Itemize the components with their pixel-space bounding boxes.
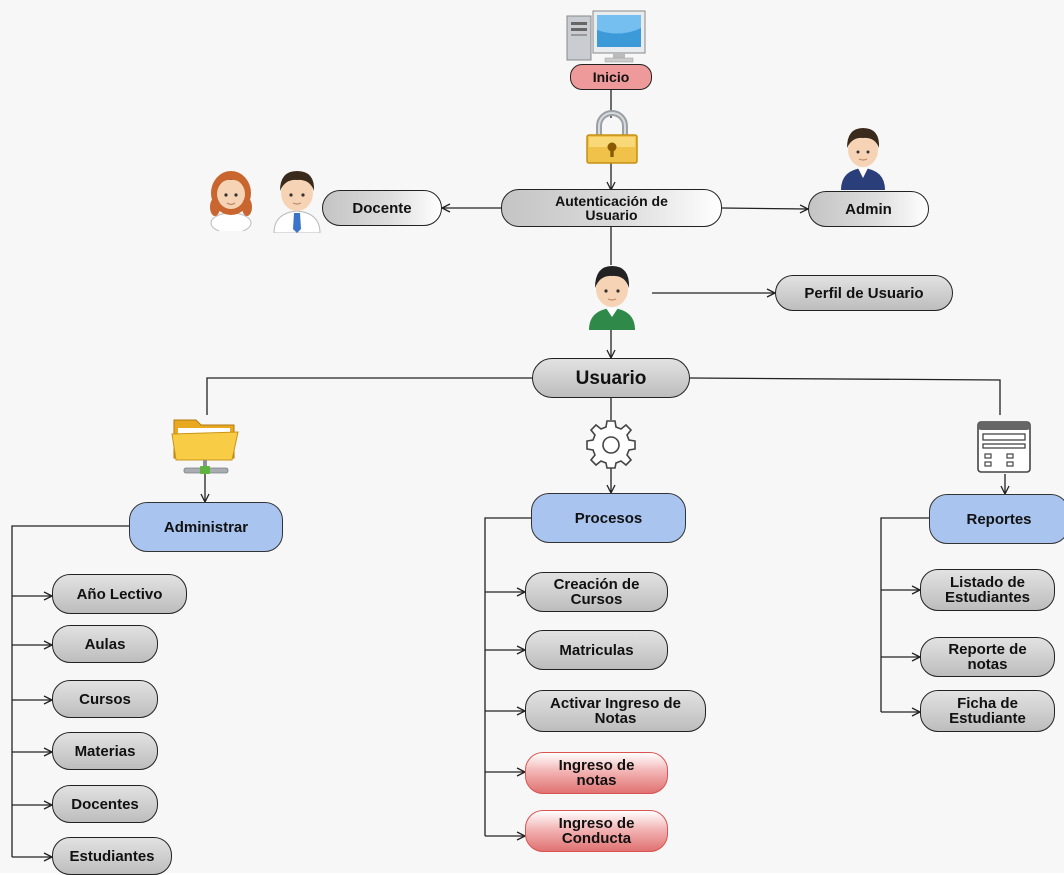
node-inicio[interactable]: Inicio <box>570 64 652 90</box>
procesos-item-ingreso-notas[interactable]: Ingreso de notas <box>525 752 668 794</box>
node-usuario[interactable]: Usuario <box>532 358 690 398</box>
node-admin[interactable]: Admin <box>808 191 929 227</box>
admin-user-icon <box>841 128 885 190</box>
admin-item-docentes[interactable]: Docentes <box>52 785 158 823</box>
admin-item-aulas[interactable]: Aulas <box>52 625 158 663</box>
network-folder-icon <box>171 419 239 474</box>
node-perfil-usuario[interactable]: Perfil de Usuario <box>775 275 953 311</box>
padlock-icon <box>586 110 638 164</box>
gear-icon <box>586 420 636 469</box>
admin-item-cursos[interactable]: Cursos <box>52 680 158 718</box>
male-user-tie-icon <box>273 171 321 233</box>
procesos-item-matriculas[interactable]: Matriculas <box>525 630 668 670</box>
report-form-icon <box>977 421 1031 473</box>
node-administrar[interactable]: Administrar <box>129 502 283 552</box>
procesos-item-ingreso-conducta[interactable]: Ingreso de Conducta <box>525 810 668 852</box>
procesos-item-creacion-cursos[interactable]: Creación de Cursos <box>525 572 668 612</box>
node-docente[interactable]: Docente <box>322 190 442 226</box>
node-autenticacion-usuario[interactable]: Autenticación de Usuario <box>501 189 722 227</box>
computer-icon <box>566 10 646 63</box>
reportes-item-reporte-notas[interactable]: Reporte de notas <box>920 637 1055 677</box>
admin-item-materias[interactable]: Materias <box>52 732 158 770</box>
node-reportes[interactable]: Reportes <box>929 494 1064 544</box>
admin-item-ano-lectivo[interactable]: Año Lectivo <box>52 574 187 614</box>
reportes-item-listado-estudiantes[interactable]: Listado de Estudiantes <box>920 569 1055 611</box>
node-procesos[interactable]: Procesos <box>531 493 686 543</box>
user-green-icon <box>589 266 635 330</box>
female-user-icon <box>210 171 252 231</box>
reportes-item-ficha-estudiante[interactable]: Ficha de Estudiante <box>920 690 1055 732</box>
admin-item-estudiantes[interactable]: Estudiantes <box>52 837 172 875</box>
procesos-item-activar-ingreso-notas[interactable]: Activar Ingreso de Notas <box>525 690 706 732</box>
